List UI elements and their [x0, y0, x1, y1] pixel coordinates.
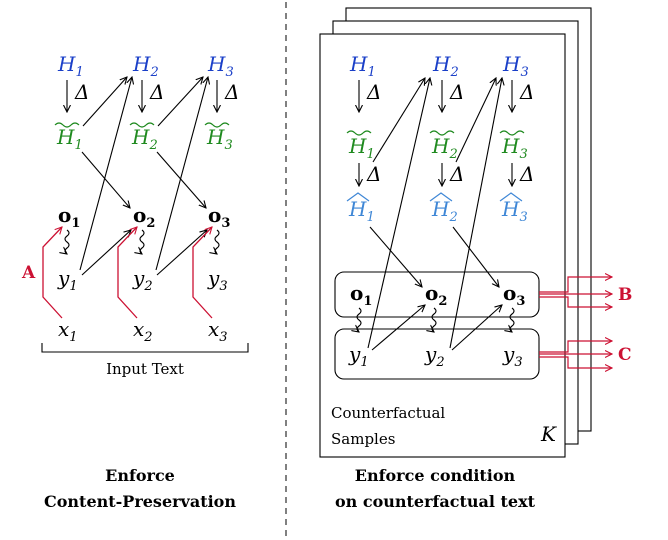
right-htilde3: H3: [501, 134, 528, 162]
right-delta-2: Δ: [449, 80, 464, 104]
left-y1: y1: [57, 266, 78, 294]
right-delta-5: Δ: [449, 162, 464, 186]
right-h3: H3: [502, 52, 529, 80]
left-panel: H1 H2 H3 Δ Δ Δ H1 H2 H3 o1 o2 o3: [21, 52, 249, 511]
left-delta-2: Δ: [149, 80, 164, 104]
right-hhat3: H3: [501, 197, 528, 225]
left-h2: H2: [132, 52, 159, 80]
right-caption-line1: Enforce condition: [355, 466, 516, 485]
right-hhat2: H2: [431, 197, 458, 225]
marker-c: C: [618, 345, 632, 365]
right-h2: H2: [432, 52, 459, 80]
left-htilde3: H3: [206, 125, 233, 153]
right-htilde2: H2: [431, 134, 458, 162]
left-y3: y3: [207, 266, 228, 294]
right-htilde1: H1: [348, 134, 375, 162]
samples-label: Samples: [331, 430, 395, 448]
counterfactual-label: Counterfactual: [331, 404, 445, 422]
left-x1: x1: [58, 317, 78, 345]
right-o2: o2: [425, 281, 447, 309]
left-h3: H3: [207, 52, 234, 80]
marker-b: B: [618, 285, 632, 305]
input-text-label: Input Text: [106, 360, 184, 378]
left-o3: o3: [208, 203, 230, 231]
left-caption-line1: Enforce: [105, 466, 175, 485]
left-delta-3: Δ: [224, 80, 239, 104]
right-delta-4: Δ: [366, 162, 381, 186]
left-y2: y2: [132, 266, 153, 294]
input-text-bracket: [41, 343, 249, 353]
left-o2: o2: [133, 203, 155, 231]
left-htilde2: H2: [131, 125, 158, 153]
right-caption-line2: on counterfactual text: [335, 492, 536, 511]
k-label: K: [540, 422, 557, 446]
left-o1: o1: [58, 203, 80, 231]
right-y1: y1: [348, 342, 369, 370]
left-x3: x3: [208, 317, 228, 345]
left-htilde1: H1: [56, 125, 83, 153]
left-h1: H1: [57, 52, 84, 80]
right-o3: o3: [503, 281, 525, 309]
left-delta-1: Δ: [74, 80, 89, 104]
right-delta-3: Δ: [519, 80, 534, 104]
left-caption-line2: Content-Preservation: [44, 492, 236, 511]
right-h1: H1: [349, 52, 376, 80]
right-y2: y2: [424, 342, 445, 370]
right-hhat1: H1: [348, 197, 375, 225]
right-y3: y3: [502, 342, 523, 370]
right-delta-1: Δ: [366, 80, 381, 104]
right-delta-6: Δ: [519, 162, 534, 186]
left-marker-a: A: [21, 263, 36, 283]
right-panel: H1 H2 H3 Δ Δ Δ H1 H2 H3 Δ Δ Δ H1 H2 H3: [319, 7, 632, 511]
right-o1: o1: [350, 281, 372, 309]
left-x2: x2: [133, 317, 153, 345]
